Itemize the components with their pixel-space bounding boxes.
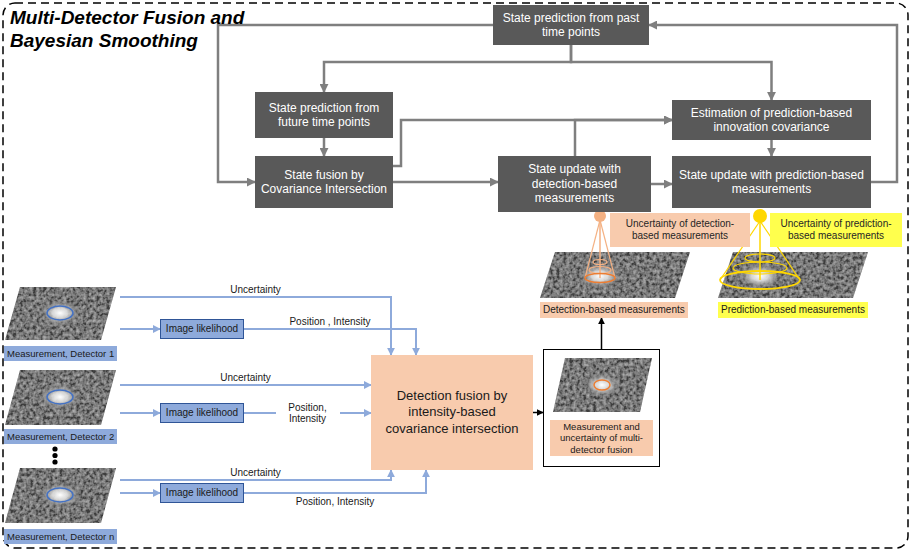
detector-panel: Measurement, Detector n — [4, 466, 120, 544]
node-text: State prediction from past time points — [498, 11, 644, 40]
process-box: Estimation of prediction-based innovatio… — [672, 100, 871, 140]
connector — [575, 120, 672, 156]
connector — [324, 45, 571, 92]
ellipsis-dot — [52, 453, 57, 458]
ellipsis-dot — [52, 459, 57, 464]
process-box: State prediction from future time points — [255, 92, 393, 138]
connector — [651, 183, 672, 186]
node-text: State update with prediction-based measu… — [677, 168, 866, 197]
ellipsis-dot — [52, 446, 57, 451]
particle-blob — [38, 299, 82, 327]
uncertainty-ellipse — [47, 488, 73, 502]
connector — [120, 492, 160, 494]
microscopy-image — [553, 358, 652, 412]
edge-label: Position, Intensity — [294, 496, 376, 508]
connector — [120, 328, 160, 330]
node-text: Estimation of prediction-based innovatio… — [677, 106, 866, 135]
detector-panel: Measurement, Detector 1 — [4, 285, 120, 361]
uncertainty-ellipse — [47, 390, 73, 404]
node-text: Prediction-based measurements — [718, 302, 868, 318]
cone-ring — [593, 260, 607, 265]
edge-label: Uncertainty — [228, 467, 283, 479]
node-text: Image likelihood — [166, 323, 238, 335]
likelihood-box: Image likelihood — [160, 483, 244, 503]
cone-ring — [720, 271, 800, 289]
connector — [601, 318, 603, 349]
likelihood-box: Image likelihood — [160, 319, 244, 339]
particle-blob — [38, 481, 82, 509]
process-box: State prediction from past time points — [493, 5, 649, 45]
node-text: Detection-based measurements — [540, 302, 688, 318]
node-text: State prediction from future time points — [260, 101, 388, 130]
fusion-result-frame: Measurement and uncertainty of multi-det… — [543, 349, 660, 467]
process-box: State fusion by Covariance Intersection — [255, 156, 393, 208]
edge-label: Uncertainty — [228, 284, 283, 296]
cone-ring — [745, 254, 775, 262]
microscopy-image — [540, 252, 690, 298]
uncertainty-tag: Uncertainty of detection-based measureme… — [610, 213, 750, 247]
particle-blob — [582, 372, 622, 398]
connector — [120, 412, 160, 414]
image-panel: Prediction-based measurements — [718, 250, 868, 318]
node-text: Uncertainty of prediction-based measurem… — [773, 218, 899, 242]
dashed-frame — [3, 3, 908, 548]
connector — [533, 412, 543, 414]
node-text: Detection fusion by intensity-based cova… — [379, 388, 525, 437]
cone-side — [585, 220, 600, 278]
fusion-box: Detection fusion by intensity-based cova… — [371, 355, 533, 470]
node-text: Image likelihood — [166, 407, 238, 419]
uncertainty-tag: Uncertainty of prediction-based measurem… — [770, 213, 902, 247]
particle-blob — [38, 383, 82, 411]
cone-ring — [585, 274, 615, 283]
node-text: Measurement, Detector 2 — [4, 429, 117, 444]
connector — [393, 181, 498, 184]
diagram-title: Multi-Detector Fusion and Bayesian Smoot… — [10, 7, 278, 53]
likelihood-box: Image likelihood — [160, 403, 244, 423]
microscopy-image — [718, 252, 868, 298]
cone-ring — [589, 267, 611, 274]
node-text: State update with detection-based measur… — [503, 162, 646, 205]
node-text: State fusion by Covariance Intersection — [260, 168, 388, 197]
cone-axis — [599, 216, 601, 278]
microscopy-image — [5, 287, 116, 340]
microscopy-image — [5, 370, 116, 425]
node-text: Measurement and uncertainty of multi-det… — [550, 420, 653, 456]
process-box: State update with prediction-based measu… — [672, 156, 871, 208]
process-box: State update with detection-based measur… — [498, 156, 651, 212]
image-panel: Detection-based measurements — [540, 250, 690, 318]
detector-panel: Measurement, Detector 2 — [4, 368, 120, 444]
edge-label: Position , Intensity — [287, 316, 372, 328]
cone-apex — [753, 209, 767, 223]
connector — [323, 138, 326, 156]
connector — [120, 297, 391, 355]
node-text: Uncertainty of detection-based measureme… — [613, 218, 747, 242]
connector — [770, 140, 773, 156]
node-text: Measurement, Detector 1 — [4, 346, 117, 361]
connector — [120, 384, 371, 386]
edge-label: Position, Intensity — [276, 402, 340, 425]
uncertainty-ellipse — [594, 380, 610, 390]
microscopy-image — [5, 468, 116, 523]
connector — [571, 45, 772, 100]
uncertainty-ellipse — [47, 306, 73, 320]
frame-ground — [544, 350, 659, 466]
node-text: Image likelihood — [166, 487, 238, 499]
edge-label: Uncertainty — [218, 372, 273, 384]
node-text: Measurement, Detector n — [4, 529, 117, 544]
